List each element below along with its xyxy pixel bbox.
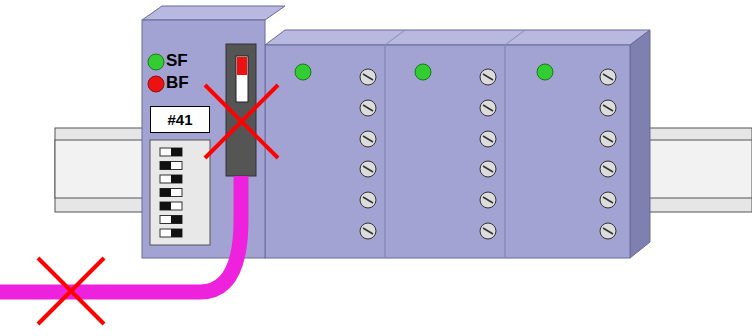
terminal-screws — [360, 69, 616, 239]
led-label: BF — [166, 74, 189, 91]
led-label: SF — [166, 52, 188, 69]
station-address-box: #41 — [150, 106, 210, 133]
address-text: #41 — [167, 111, 192, 128]
module-leds — [295, 64, 553, 80]
head-module — [142, 6, 285, 258]
fault-cross — [38, 85, 278, 324]
io-modules — [265, 30, 650, 258]
bus-cable — [0, 176, 241, 292]
